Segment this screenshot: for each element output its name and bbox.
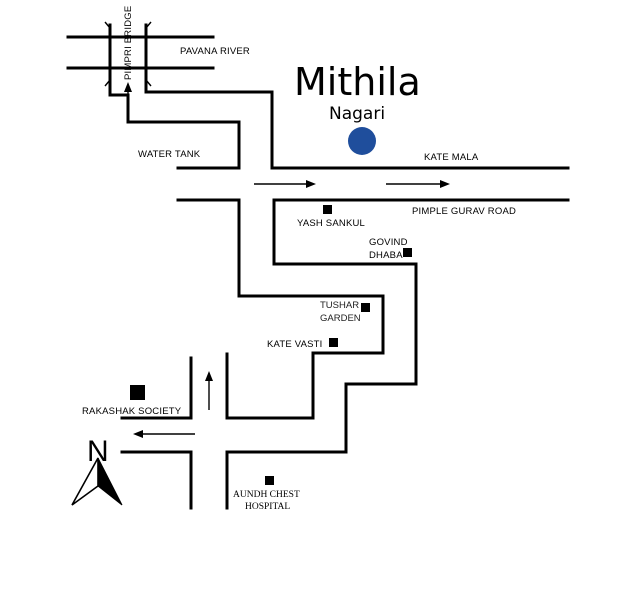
label-pimpri-bridge: PIMPRI BRIDGE xyxy=(123,6,134,80)
direction-arrows xyxy=(124,82,450,438)
kate-vasti-marker xyxy=(329,338,338,347)
label-garden: GARDEN xyxy=(320,313,361,324)
label-hospital: HOSPITAL xyxy=(245,502,290,512)
river xyxy=(66,35,215,70)
govind-dhaba-marker xyxy=(403,248,412,257)
page-title: Mithila xyxy=(294,60,421,104)
tushar-garden-marker xyxy=(361,303,370,312)
compass-letter: N xyxy=(87,435,109,468)
north-arrow-icon: N xyxy=(71,435,123,506)
rakashak-society-marker xyxy=(130,385,145,400)
label-pimple-gurav-road: PIMPLE GURAV ROAD xyxy=(412,206,516,217)
road-network xyxy=(108,78,570,510)
label-rakashak-society: RAKASHAK SOCIETY xyxy=(82,406,182,417)
label-yash-sankul: YASH SANKUL xyxy=(297,218,365,229)
label-water-tank: WATER TANK xyxy=(138,149,201,160)
label-govind: GOVIND xyxy=(369,237,408,248)
label-kate-mala: KATE MALA xyxy=(424,152,479,163)
label-dhaba: DHABA xyxy=(369,250,403,261)
aundh-chest-hospital-marker xyxy=(265,476,274,485)
label-tushar: TUSHAR xyxy=(320,300,359,311)
label-kate-vasti: KATE VASTI xyxy=(267,339,323,350)
yash-sankul-marker xyxy=(323,205,332,214)
page-subtitle: Nagari xyxy=(329,104,385,124)
location-marker xyxy=(348,127,376,155)
label-aundh-chest: AUNDH CHEST xyxy=(233,490,300,500)
label-pavana-river: PAVANA RIVER xyxy=(180,46,250,57)
